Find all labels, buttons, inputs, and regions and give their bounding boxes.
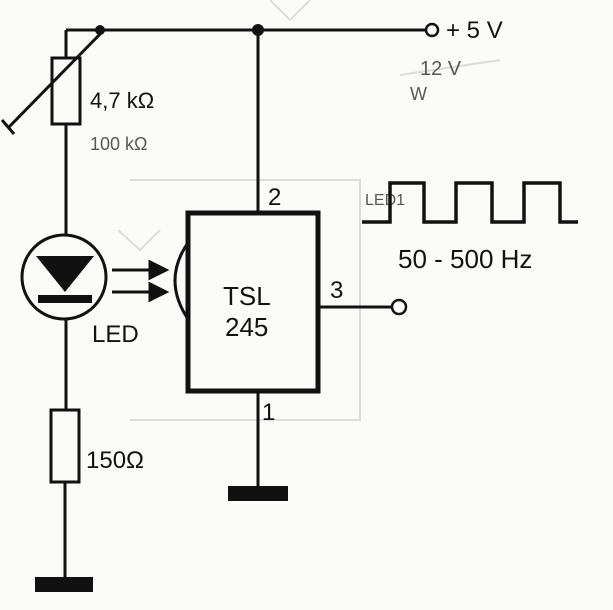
frequency-label: 50 - 500 Hz xyxy=(398,244,532,274)
resistor-label: 150Ω xyxy=(86,447,144,474)
led-bar xyxy=(38,295,92,303)
potentiometer-label: 4,7 kΩ xyxy=(90,88,154,113)
sensor-lens xyxy=(173,239,192,323)
resistor-150 xyxy=(49,408,81,484)
potentiometer-arrow-tail xyxy=(0,119,16,135)
pot-junction-dot xyxy=(95,25,105,35)
square-wave-icon xyxy=(362,181,578,224)
output-terminal[interactable] xyxy=(390,298,408,316)
led-body xyxy=(20,233,108,321)
svg-text:W: W xyxy=(410,84,427,104)
supply-label: + 5 V xyxy=(446,17,503,44)
led-label: LED xyxy=(92,321,139,348)
bleed-through-artifacts: 12 V W 100 kΩ LED1 xyxy=(90,0,501,421)
pin-2-label: 2 xyxy=(268,184,281,211)
tsl245-chip xyxy=(185,210,321,394)
ground-symbol-chip xyxy=(228,486,288,501)
svg-text:100 kΩ: 100 kΩ xyxy=(90,134,148,154)
pin-3-label: 3 xyxy=(330,277,343,304)
ground-symbol-left xyxy=(35,577,93,592)
svg-text:12 V: 12 V xyxy=(420,58,462,80)
light-emission-arrows xyxy=(112,259,170,303)
led-triangle xyxy=(36,256,94,292)
supply-terminal[interactable] xyxy=(424,22,440,38)
svg-text:LED1: LED1 xyxy=(365,192,405,209)
pin-1-label: 1 xyxy=(262,399,275,426)
chip-name-line1: TSL xyxy=(223,281,271,311)
potentiometer-arrow xyxy=(6,28,106,130)
chip-name-line2: 245 xyxy=(225,312,268,342)
